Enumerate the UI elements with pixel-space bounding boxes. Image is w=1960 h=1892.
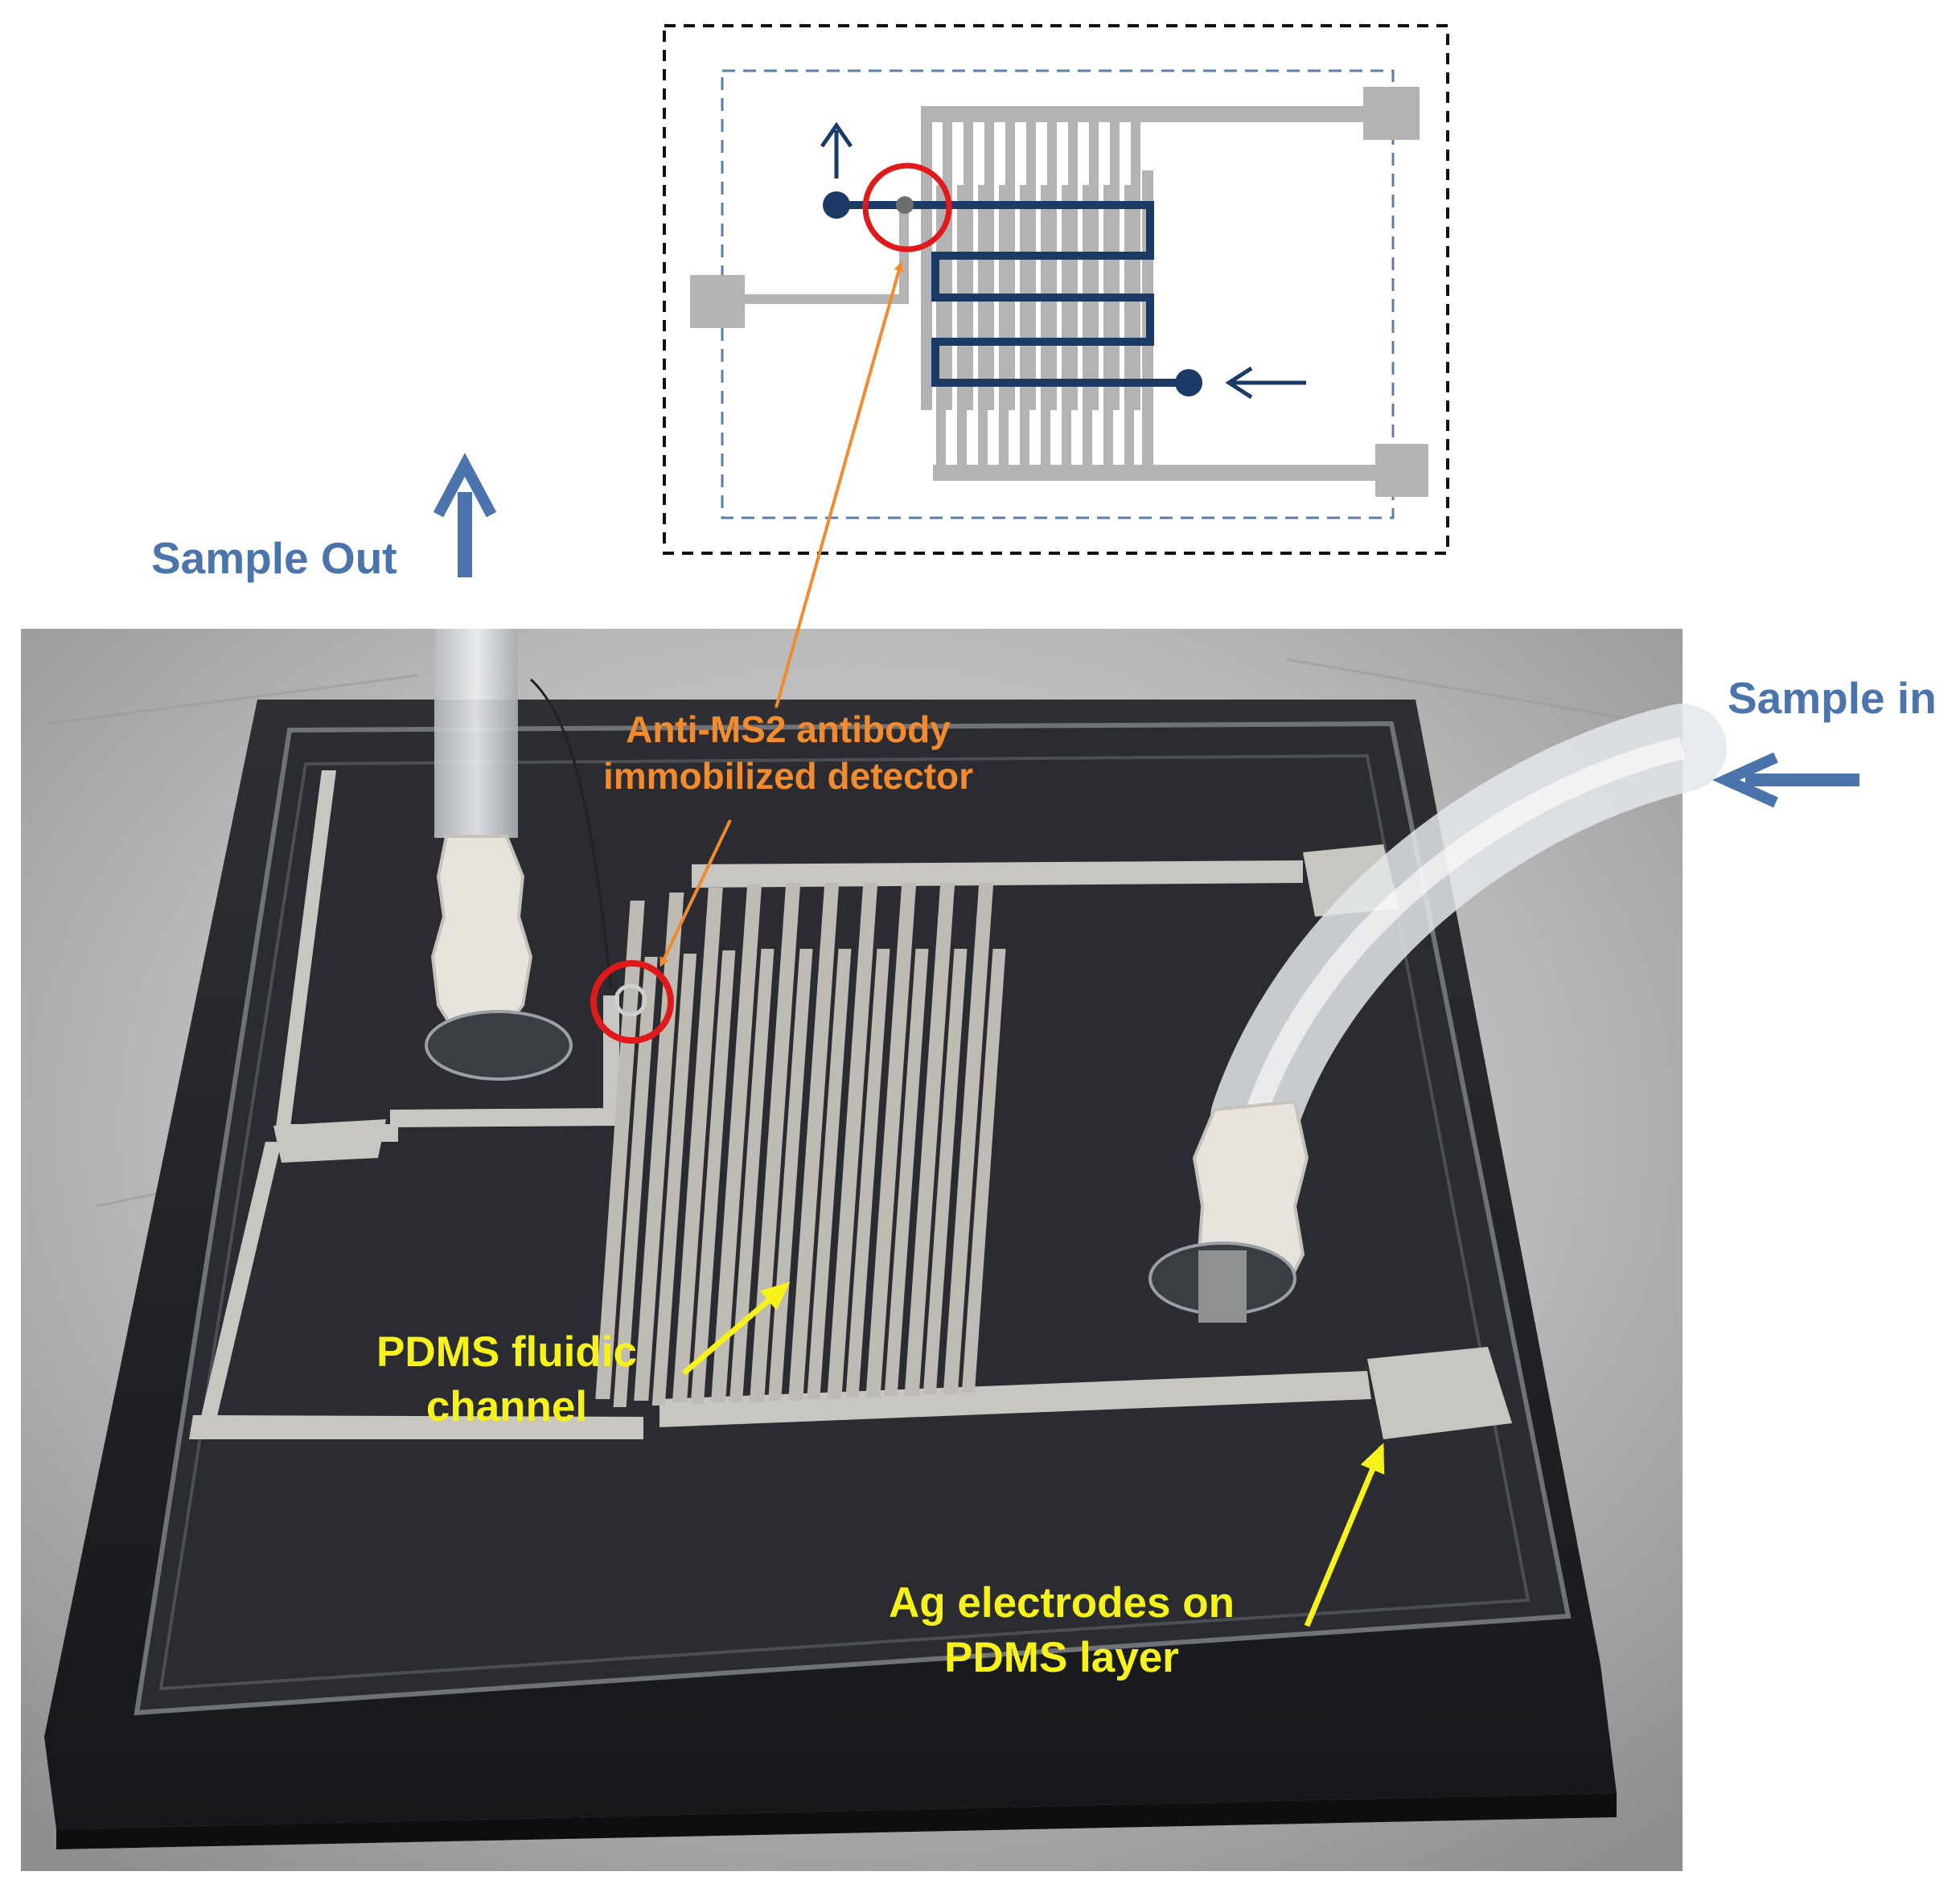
pdms-channel-label-line2: channel [425,1383,588,1430]
electrodes-label: Ag electrodes on PDMS layer [853,1576,1271,1685]
arrow-up-icon [820,121,853,148]
detector-spot [896,196,914,214]
detector-leader-line-photo [659,819,732,967]
detector-label-line1: Anti-MS2 antibody [626,708,951,750]
electrodes-label-line2: PDMS layer [944,1634,1179,1681]
outlet-tube [425,629,613,1081]
pdms-channel-label-line1: PDMS fluidic [376,1328,637,1376]
sample-out-arrow [433,453,497,577]
channel-outlet-port [823,191,850,219]
detector-highlight-circle [862,162,952,252]
photo-electrode-fingers [595,883,1006,1407]
sample-out-label: Sample Out [151,533,397,583]
sample-in-label: Sample in [1728,673,1937,723]
electrode-pad-top-right [1363,87,1420,140]
electrode-top-bus [921,106,1371,122]
electrode-left-lead [740,294,907,304]
electrode-left-riser [899,207,909,304]
pdms-channel-label: PDMS fluidic channel [346,1325,668,1434]
electrode-bottom-bus [933,465,1383,481]
arrow-up-icon [433,453,497,518]
sample-in-arrow [1711,752,1859,808]
photo-detector-highlight [590,960,674,1044]
photo-electrodes [189,770,1512,1439]
pdms-channel-arrow [681,1282,791,1376]
schematic-outer-border [663,24,1449,555]
device-photo [21,629,1727,1871]
electrodes-arrow [1304,1443,1385,1627]
detector-label: Anti-MS2 antibody immobilized detector [579,706,997,799]
electrode-top-spine [921,106,932,410]
device-schematic [663,24,1449,555]
detector-label-line2: immobilized detector [602,755,974,797]
channel-inlet-port [1175,369,1202,396]
electrode-pad-bottom-right [1375,444,1428,497]
electrodes-label-line1: Ag electrodes on [889,1579,1235,1627]
detector-leader-line-top [775,261,904,708]
electrode-pad-left [690,275,745,328]
arrow-left-icon [1225,366,1253,400]
serpentine-channel [836,201,1189,387]
inlet-tube [1148,704,1727,1323]
arrow-left-icon [1711,752,1778,808]
